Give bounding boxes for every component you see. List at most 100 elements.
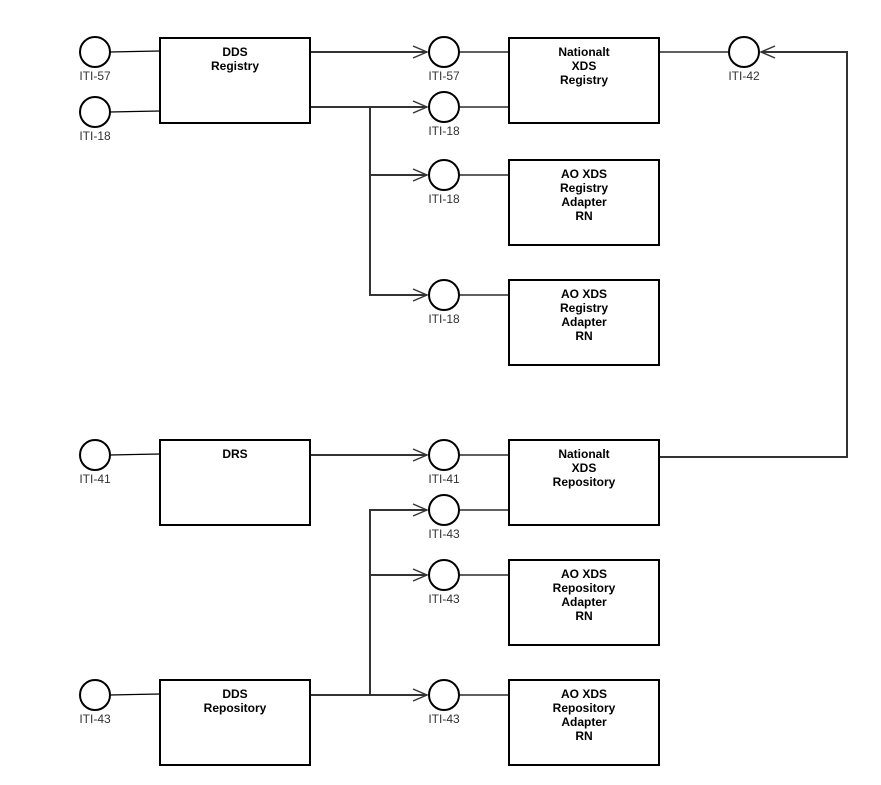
interface-nat-registry-iti42[interactable]: ITI-42 [728,36,760,83]
component-label-line: Registry [560,301,608,315]
interface-drs-iti41[interactable]: ITI-41 [79,439,111,486]
component-label-line: Repository [553,475,616,489]
component-label-line: Nationalt [558,45,609,59]
component-label-line: AO XDS [561,567,607,581]
connection-nationalt-xds-repository-to-nat-registry-iti42[interactable] [659,45,848,458]
interface-port-icon[interactable] [428,279,460,311]
interface-label: ITI-43 [428,712,460,726]
component-label-line: AO XDS [561,167,607,181]
interface-nat-repository-iti41[interactable]: ITI-41 [428,439,460,486]
interface-port-icon[interactable] [428,494,460,526]
connector-line[interactable] [310,509,427,696]
interface-nat-registry-iti18[interactable]: ITI-18 [428,91,460,138]
interface-dds-registry-iti18[interactable]: ITI-18 [79,96,111,143]
interface-dds-registry-iti57[interactable]: ITI-57 [79,36,111,83]
component-label-line: Adapter [561,595,607,609]
interface-port-icon[interactable] [428,36,460,68]
connection-dds-registry-to-ao-registry-1-iti18[interactable] [310,106,429,182]
interface-port-icon[interactable] [428,91,460,123]
arrowhead-icon [412,288,429,302]
interface-port-icon[interactable] [428,439,460,471]
component-box[interactable] [159,679,311,766]
connector-line[interactable] [369,175,427,296]
interface-dds-repository-iti43[interactable]: ITI-43 [79,679,111,726]
interface-port-icon[interactable] [79,36,111,68]
interface-ao-repository-2-iti43[interactable]: ITI-43 [428,679,460,726]
connection-dds-repository-to-ao-repository-2-iti43[interactable] [370,688,429,702]
component-box[interactable] [508,279,660,366]
connection-dds-registry-to-ao-registry-2-iti18[interactable] [369,175,429,302]
arrowhead-icon [412,503,429,517]
connector-line[interactable] [310,106,427,176]
interface-label: ITI-41 [79,472,111,486]
arrowhead-icon [412,45,429,59]
component-box[interactable] [508,159,660,246]
component-label-line: AO XDS [561,287,607,301]
interface-label: ITI-43 [79,712,111,726]
component-label-line: Registry [560,73,608,87]
component-label-line: Registry [560,181,608,195]
interface-stub-line [109,110,161,113]
connection-dds-repository-to-ao-repository-1-iti43[interactable] [370,568,429,582]
component-label-line: Registry [211,59,259,73]
interface-label: ITI-43 [428,527,460,541]
interface-port-icon[interactable] [428,559,460,591]
component-label-line: RN [575,209,592,223]
component-box[interactable] [508,559,660,646]
interface-label: ITI-18 [428,312,460,326]
component-box[interactable] [508,439,660,526]
component-label-line: Repository [553,581,616,595]
interface-ao-registry-1-iti18[interactable]: ITI-18 [428,159,460,206]
interface-ao-registry-2-iti18[interactable]: ITI-18 [428,279,460,326]
interface-label: ITI-41 [428,472,460,486]
connection-drs-to-nat-repository-iti41[interactable] [310,448,429,462]
component-box[interactable] [159,439,311,526]
arrowhead-icon [412,448,429,462]
interface-port-icon[interactable] [79,679,111,711]
component-box[interactable] [159,37,311,124]
interface-port-icon[interactable] [428,159,460,191]
component-drs[interactable]: DRS [159,439,311,526]
interface-label: ITI-18 [428,124,460,138]
component-label-line: AO XDS [561,687,607,701]
component-label-line: Adapter [561,195,607,209]
interface-port-icon[interactable] [428,679,460,711]
component-label-line: Repository [553,701,616,715]
interface-label: ITI-42 [728,69,760,83]
component-box[interactable] [508,679,660,766]
connections-layer [310,45,848,702]
component-label-line: Repository [204,701,267,715]
component-label-line: Adapter [561,715,607,729]
interface-port-icon[interactable] [728,36,760,68]
interface-label: ITI-18 [79,129,111,143]
interface-nat-repository-iti43[interactable]: ITI-43 [428,494,460,541]
interface-nat-registry-iti57[interactable]: ITI-57 [428,36,460,83]
component-label-line: DDS [222,687,247,701]
interface-label: ITI-18 [428,192,460,206]
interface-stubs-layer [109,50,729,696]
component-box[interactable] [508,37,660,124]
component-label-line: RN [575,609,592,623]
arrowhead-icon [759,45,776,59]
connection-dds-registry-to-nat-registry-iti57[interactable] [310,45,429,59]
component-label-line: Nationalt [558,447,609,461]
arrowhead-icon [412,100,429,114]
connection-dds-repository-to-nat-repository-iti43[interactable] [310,503,429,696]
interface-port-icon[interactable] [79,96,111,128]
component-label-line: RN [575,329,592,343]
component-label-line: XDS [572,59,597,73]
interface-port-icon[interactable] [79,439,111,471]
connector-line[interactable] [659,51,848,458]
interface-ao-repository-1-iti43[interactable]: ITI-43 [428,559,460,606]
interface-label: ITI-57 [79,69,111,83]
component-label-line: RN [575,729,592,743]
